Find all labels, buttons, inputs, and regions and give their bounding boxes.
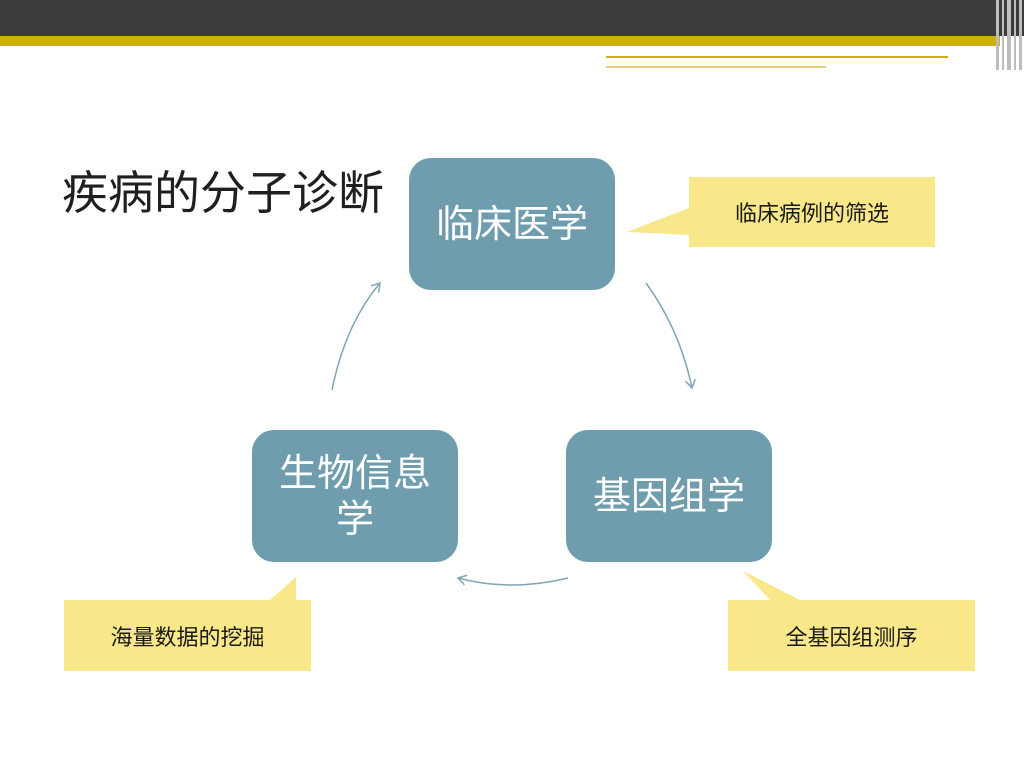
node-genomics: 基因组学 [566,430,772,562]
node-clinical-medicine: 临床医学 [409,158,615,290]
callout-text: 全基因组测序 [785,625,918,651]
callout-text: 临床病例的筛选 [734,202,889,227]
callout-left-pointer [270,577,296,600]
arrow-right-to-left [456,574,569,586]
callout-data-mining: 海量数据的挖掘 [64,600,311,671]
callout-right-pointer [743,571,800,600]
callout-case-screening: 临床病例的筛选 [689,177,935,247]
node-label: 生物信息学 [278,451,431,541]
node-bioinformatics: 生物信息学 [252,430,458,562]
node-label: 临床医学 [435,202,588,246]
node-label: 基因组学 [592,474,745,518]
header-gold-band [0,36,1000,46]
header-gold-line [606,66,826,68]
header-dark-band [0,0,1024,36]
callout-text: 海量数据的挖掘 [110,625,265,651]
callout-whole-genome-sequencing: 全基因组测序 [728,600,975,671]
header-gold-line [606,56,948,58]
header-stripes [994,0,1024,70]
slide-title: 疾病的分子诊断 [62,166,384,220]
callout-top-pointer [627,208,689,235]
arrow-left-to-top [331,281,381,391]
arrow-top-to-right [645,282,696,390]
